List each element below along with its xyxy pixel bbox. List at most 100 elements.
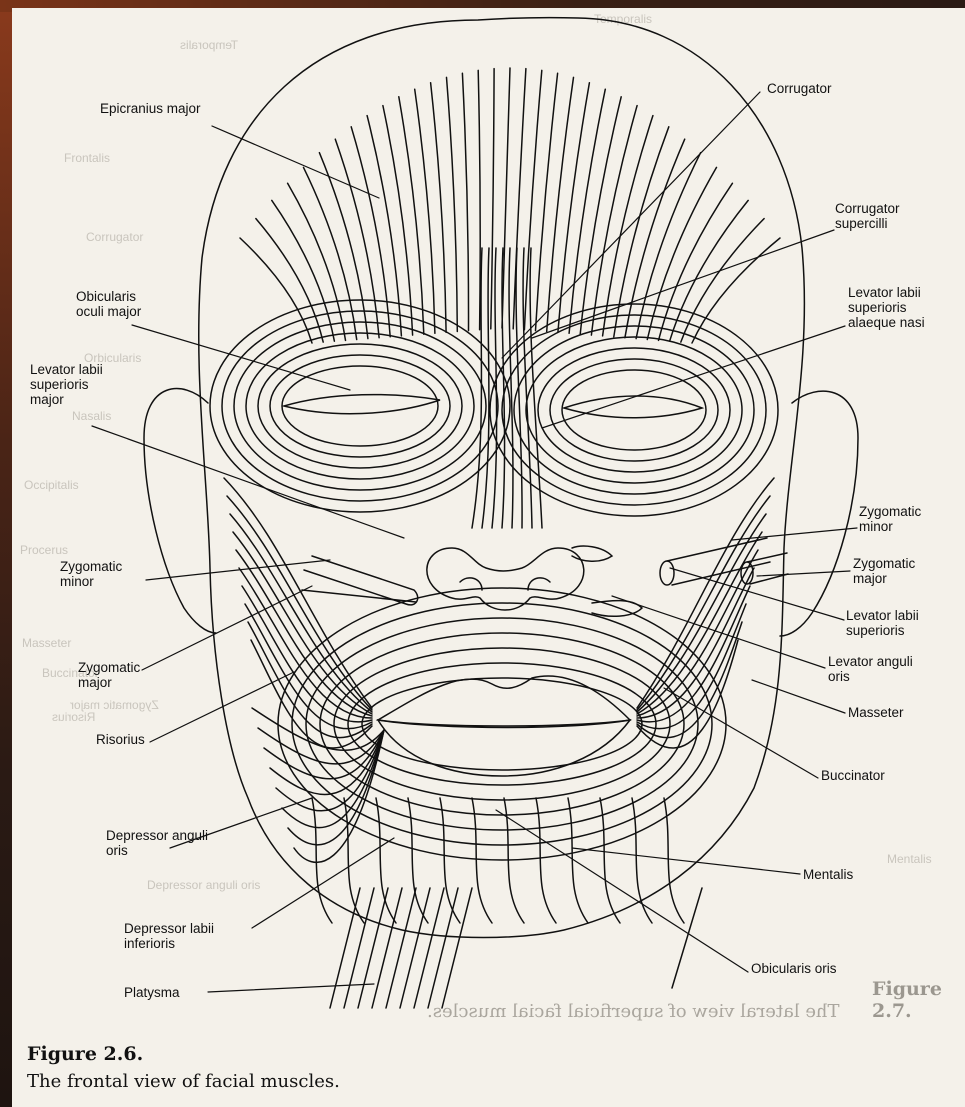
oris-ring bbox=[334, 648, 670, 800]
leader-line bbox=[150, 672, 294, 742]
platysma-fiber bbox=[400, 888, 430, 1008]
zygomatic-cylinders bbox=[302, 538, 788, 616]
procerus-fiber bbox=[509, 248, 513, 528]
orbicularis-ring bbox=[270, 355, 450, 457]
platysma-fiber bbox=[428, 888, 458, 1008]
label-mentalis: Mentalis bbox=[803, 867, 853, 882]
orbicularis-ring bbox=[490, 304, 778, 516]
label-levator-alaeque-nasi: Levator labiisuperiorisalaeque nasi bbox=[848, 285, 925, 330]
orbicularis-ring bbox=[538, 348, 730, 472]
leader-line bbox=[142, 586, 312, 670]
orbicularis-ring bbox=[234, 322, 486, 490]
forehead-fiber bbox=[478, 70, 480, 329]
chin-fiber bbox=[440, 798, 460, 923]
ear-right bbox=[780, 391, 858, 636]
eye-slit-left bbox=[284, 395, 440, 414]
label-risorius: Risorius bbox=[96, 732, 145, 747]
chin-fiber bbox=[568, 798, 588, 923]
label-buccinator: Buccinator bbox=[821, 768, 885, 783]
orbicularis-ring bbox=[562, 370, 706, 450]
procerus-fiber bbox=[472, 248, 482, 528]
oris-ring bbox=[320, 633, 684, 815]
platysma-fiber bbox=[344, 888, 374, 1008]
chin-fiber bbox=[376, 798, 396, 923]
forehead-fiber bbox=[351, 127, 390, 337]
bleed-figure-title: Figure 2.7. bbox=[872, 978, 965, 1022]
procerus-fiber bbox=[516, 248, 522, 528]
leader-line bbox=[757, 571, 850, 576]
cheek-fiber-right bbox=[637, 514, 766, 712]
chin-fiber bbox=[408, 798, 428, 923]
depressor-fiber bbox=[264, 730, 384, 779]
label-levator-superioris-major: Levator labiisuperiorismajor bbox=[30, 362, 103, 407]
forehead-fiber bbox=[547, 77, 574, 331]
nose-outline bbox=[427, 548, 584, 610]
orbicularis-ring bbox=[210, 300, 510, 512]
forehead-fiber bbox=[240, 238, 312, 343]
forehead-fiber bbox=[569, 89, 605, 333]
leader-line bbox=[132, 325, 350, 390]
forehead-fiber bbox=[288, 183, 346, 340]
forehead-fiber bbox=[447, 77, 458, 331]
leader-line bbox=[752, 680, 845, 713]
bleed-figure-text: The lateral view of superficial facial m… bbox=[427, 1001, 840, 1022]
forehead-fiber bbox=[491, 69, 494, 329]
leader-line bbox=[732, 528, 857, 540]
forehead-fiber bbox=[415, 89, 435, 333]
chin-fiber bbox=[536, 798, 556, 923]
leader-line bbox=[146, 560, 330, 580]
chin-fiber bbox=[312, 798, 332, 923]
orbicularis-ring bbox=[502, 315, 766, 505]
forehead-fiber bbox=[513, 69, 526, 329]
label-platysma: Platysma bbox=[124, 985, 180, 1000]
platysma-fiber bbox=[330, 888, 360, 1008]
label-obicularis-oculi: Obicularisoculi major bbox=[76, 289, 141, 319]
oris-ring bbox=[278, 588, 726, 860]
leader-line bbox=[502, 92, 760, 358]
oris-ring bbox=[292, 603, 712, 845]
orbicularis-ring bbox=[258, 344, 462, 468]
cheek-fiber-left bbox=[251, 640, 372, 748]
forehead-fiber bbox=[462, 73, 468, 330]
label-corrugator-supercilli: Corrugatorsupercilli bbox=[835, 201, 900, 231]
label-epicranius-major: Epicranius major bbox=[100, 101, 201, 116]
leader-line bbox=[572, 848, 800, 874]
orbicularis-ring bbox=[282, 366, 438, 446]
book-page: Temporalis Temporalis Frontalis Corrugat… bbox=[12, 8, 965, 1107]
leader-line bbox=[252, 838, 394, 928]
figure-title: Figure 2.6. bbox=[27, 1043, 143, 1065]
oris-ring bbox=[348, 663, 656, 785]
forehead-fiber bbox=[580, 97, 621, 334]
lower-lip bbox=[378, 720, 630, 776]
leader-line bbox=[664, 688, 818, 778]
procerus-fiber bbox=[530, 248, 542, 528]
eye-slit-right bbox=[564, 396, 702, 418]
forehead-fiber bbox=[524, 70, 541, 329]
figure-caption: The frontal view of facial muscles. bbox=[27, 1071, 340, 1092]
forehead-fiber bbox=[591, 106, 637, 336]
platysma-fiber bbox=[358, 888, 388, 1008]
platysma-fiber bbox=[672, 888, 702, 988]
facial-muscle-diagram bbox=[12, 8, 965, 1038]
chin-fiber bbox=[344, 798, 364, 923]
platysma-fiber bbox=[386, 888, 416, 1008]
platysma-fiber bbox=[442, 888, 472, 1008]
forehead-fiber bbox=[335, 139, 379, 338]
chin-fiber bbox=[600, 798, 620, 923]
leader-line bbox=[496, 810, 748, 972]
upper-lip bbox=[378, 676, 630, 727]
label-masseter: Masseter bbox=[848, 705, 904, 720]
label-obicularis-oris: Obicularis oris bbox=[751, 961, 837, 976]
label-corrugator: Corrugator bbox=[767, 81, 832, 96]
ear-left bbox=[144, 389, 216, 633]
nostril-right bbox=[528, 578, 550, 590]
orbicularis-ring bbox=[222, 311, 498, 501]
